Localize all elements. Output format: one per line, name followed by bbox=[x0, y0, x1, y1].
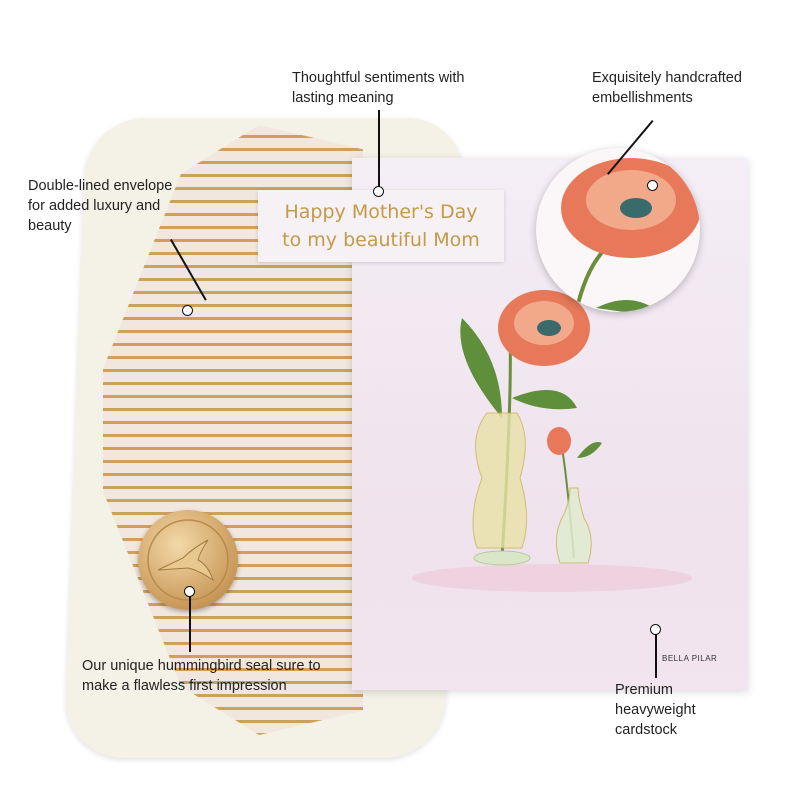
callout-line-cardstock bbox=[655, 634, 657, 678]
callout-embellishments: Exquisitely handcrafted embellishments bbox=[592, 70, 742, 106]
sentiment-line-2: to my beautiful Mom bbox=[282, 229, 480, 251]
vase-flower-illustration bbox=[412, 290, 692, 592]
callout-envelope: Double-lined envelope for added luxury a… bbox=[28, 178, 173, 234]
flower-closeup bbox=[561, 158, 700, 312]
sentiment-label: Happy Mother's Day to my beautiful Mom bbox=[258, 190, 504, 262]
callout-dot-envelope bbox=[182, 305, 193, 316]
callout-sentiments: Thoughtful sentiments with lasting meani… bbox=[292, 70, 465, 106]
artist-signature-logo: BELLA PILAR bbox=[662, 654, 718, 663]
callout-line-sentiments bbox=[378, 110, 380, 188]
callout-dot-sentiments bbox=[373, 186, 384, 197]
callout-seal: Our unique hummingbird seal sure to make… bbox=[82, 658, 321, 694]
callout-line-seal bbox=[189, 596, 191, 652]
hummingbird-icon bbox=[147, 519, 229, 601]
embellishment-zoom-circle bbox=[536, 148, 700, 312]
callout-dot-embellishments bbox=[647, 180, 658, 191]
sentiment-line-1: Happy Mother's Day bbox=[284, 201, 478, 223]
flower-large bbox=[498, 290, 590, 366]
callout-cardstock: Premium heavyweight cardstock bbox=[615, 682, 696, 738]
